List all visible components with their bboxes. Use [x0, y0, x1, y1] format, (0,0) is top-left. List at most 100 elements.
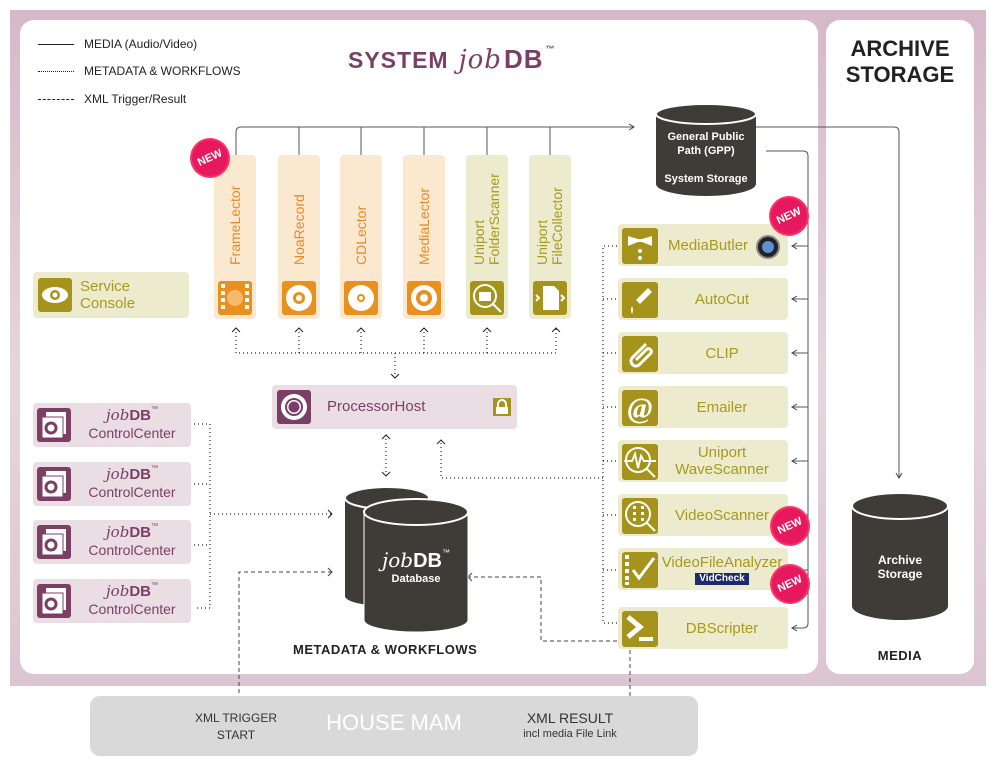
legend-media: MEDIA (Audio/Video): [38, 37, 197, 51]
worker-label: VideoScanner: [675, 506, 769, 524]
worker-media-bus: [766, 150, 809, 632]
worker-dbscripter[interactable]: DBScripter: [618, 607, 788, 649]
worker-mediabutler[interactable]: MediaButler: [618, 224, 788, 266]
vidcheck-badge: VidCheck: [695, 572, 749, 585]
control-center[interactable]: jobDB™ ControlCenter: [33, 579, 191, 623]
media-wheel-icon: [407, 281, 441, 315]
worker-emailer[interactable]: @ Emailer: [618, 386, 788, 428]
service-console[interactable]: Service Console: [33, 272, 189, 318]
video-search-icon: [622, 498, 658, 534]
solid-line-swatch: [38, 43, 74, 45]
control-center-label: ControlCenter: [88, 484, 176, 500]
fast-forward-icon: [756, 235, 780, 259]
cd-icon: [344, 281, 378, 315]
control-center-brand: jobDB™: [106, 523, 158, 541]
paperclip-icon: [622, 336, 658, 372]
worker-label: DBScripter: [685, 619, 759, 637]
archive-storage-cylinder[interactable]: [850, 490, 950, 624]
media-bus-line: [235, 123, 635, 155]
legend-xml: XML Trigger/Result: [38, 92, 186, 106]
legend-label: MEDIA (Audio/Video): [84, 37, 198, 51]
tile-label: FrameLector: [226, 185, 243, 265]
film-check-icon: [622, 552, 658, 588]
control-center-icon: [37, 467, 71, 501]
legend-metadata: METADATA & WORKFLOWS: [38, 64, 241, 78]
film-icon: [218, 281, 252, 315]
service-console-label: Service Console: [80, 278, 136, 312]
control-center-label: ControlCenter: [88, 601, 176, 617]
lock-icon: [493, 398, 511, 416]
eye-icon: [38, 278, 72, 312]
title-db: DB: [503, 44, 544, 74]
house-mam-label: HOUSE MAM: [326, 710, 462, 735]
processor-host[interactable]: ProcessorHost: [272, 385, 517, 429]
gpp-to-archive-line: [700, 126, 903, 479]
control-center[interactable]: jobDB™ ControlCenter: [33, 403, 191, 447]
bowtie-icon: [622, 228, 658, 264]
worker-label: MediaButler: [668, 236, 749, 254]
title-tm: ™: [545, 44, 556, 54]
dotted-line-swatch: [38, 70, 74, 72]
worker-label: Emailer: [696, 398, 748, 416]
archive-title-line1: ARCHIVE: [850, 36, 950, 61]
title-job: job: [458, 45, 502, 75]
control-center-icon: [37, 525, 71, 559]
control-center-label: ControlCenter: [88, 542, 176, 558]
control-center-icon: [37, 584, 71, 618]
archive-caption: MEDIA: [877, 648, 923, 663]
terminal-icon: [622, 611, 658, 647]
database-caption: METADATA & WORKFLOWS: [293, 642, 478, 657]
worker-videoscanner[interactable]: VideoScanner: [618, 494, 788, 536]
processor-host-label: ProcessorHost: [327, 398, 426, 415]
control-center-brand: jobDB™: [106, 406, 158, 424]
pipette-icon: [622, 282, 658, 318]
control-center-icon: [37, 408, 71, 442]
tile-noarecord[interactable]: NoaRecord: [278, 155, 320, 319]
worker-autocut[interactable]: AutoCut: [618, 278, 788, 320]
jobdb-database-cylinder[interactable]: [342, 484, 472, 634]
tile-label: CDLector: [352, 205, 369, 265]
gpp-storage-cylinder[interactable]: [654, 102, 758, 198]
tile-cdlector[interactable]: CDLector: [340, 155, 382, 319]
legend-label: XML Trigger/Result: [84, 92, 187, 106]
gear-icon: [277, 390, 311, 424]
tile-label: NoaRecord: [290, 194, 307, 265]
svg-text:@: @: [628, 392, 653, 425]
at-sign-icon: @: [622, 390, 658, 426]
database-label: jobDB™ Database: [382, 548, 450, 585]
legend-label: METADATA & WORKFLOWS: [84, 64, 241, 78]
worker-clip[interactable]: CLIP: [618, 332, 788, 374]
control-center[interactable]: jobDB™ ControlCenter: [33, 520, 191, 564]
archive-title-line2: STORAGE: [845, 62, 955, 87]
system-title: SYSTEM job DB ™: [348, 44, 556, 75]
worker-label: CLIP: [705, 344, 739, 362]
control-center-brand: jobDB™: [106, 582, 158, 600]
folder-search-icon: [470, 281, 504, 315]
file-collect-icon: [533, 281, 567, 315]
tile-label: MediaLector: [415, 187, 432, 265]
tile-medialector[interactable]: MediaLector: [403, 155, 445, 319]
worker-label: AutoCut: [694, 290, 750, 308]
title-prefix: SYSTEM: [348, 47, 449, 73]
control-center-label: ControlCenter: [88, 425, 176, 441]
dashed-line-swatch: [38, 98, 74, 100]
tile-framelector[interactable]: FrameLector: [214, 155, 256, 319]
control-center[interactable]: jobDB™ ControlCenter: [33, 462, 191, 506]
waveform-search-icon: [622, 444, 658, 480]
control-center-brand: jobDB™: [106, 465, 158, 483]
tape-reel-icon: [282, 281, 316, 315]
